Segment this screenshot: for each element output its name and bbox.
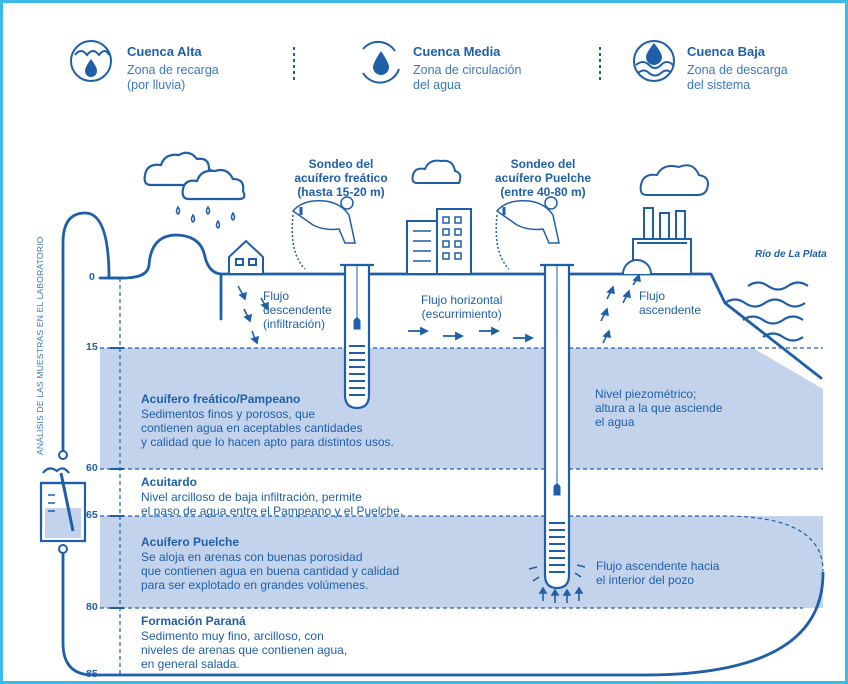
worker-puelche-icon [495,196,560,270]
depth-label-85: 85 [86,668,98,680]
layer-parana-desc: Sedimento muy fino, arcilloso, con nivel… [141,629,348,671]
lab-beaker-icon [39,467,87,543]
ground-surface [98,233,823,380]
zone-media-desc: Zona de circulación del agua [413,63,522,92]
sampling-tube-line [61,211,125,453]
aquifer-puelche-band [100,516,823,608]
infiltration-arrows [237,285,270,345]
well-inflow-arrows [528,564,586,603]
layer-puelche-title: Acuífero Puelche [141,535,240,549]
well-inflow-label: Flujo ascendente hacia el interior del p… [596,559,720,587]
well-puelche [540,263,574,590]
layer-parana-title: Formación Paraná [141,614,246,628]
flow-horizontal-label: Flujo horizontal (escurrimiento) [421,293,503,321]
ascending-flow-arrows [600,273,641,344]
flow-descendente-label: Flujo descendente (infiltración) [263,289,332,331]
river-waves-icon [724,281,809,342]
outer-wrap-line [98,571,825,677]
zone-baja-desc: Zona de descarga del sistema [687,63,788,92]
well-freatico-title: Sondeo del acuífero freático (hasta 15-2… [294,157,388,199]
lab-analysis-label: ANÁLISIS DE LAS MUESTRAS EN EL LABORATOR… [35,236,45,455]
zone-alta-title: Cuenca Alta [127,44,202,59]
depth-label-65: 65 [86,509,98,521]
rain-recharge-icon [70,40,112,82]
depth-label-60: 60 [86,462,98,474]
layer-puelche-desc: Se aloja en arenas con buenas porosidad … [141,550,400,592]
aquifer-freatico-band [100,348,823,469]
worker-freatico-icon [291,196,356,270]
layer-freatico-title: Acuífero freático/Pampeano [141,392,301,406]
zone-baja-title: Cuenca Baja [687,44,766,59]
rain-drops-icon [175,205,236,229]
house-icon [228,239,264,275]
rain-cloud-icon [143,151,246,201]
city-buildings-icon [406,159,472,275]
depth-label-80: 80 [86,601,98,613]
depth-label-0: 0 [89,271,95,283]
tube-connector-top [58,450,68,460]
depth-label-15: 15 [86,341,98,353]
factory-icon [622,164,709,275]
horizontal-flow-arrows [408,326,535,343]
sampling-tube-return [61,549,102,677]
piezometric-label: Nivel piezométrico; altura a la que asci… [595,387,723,429]
well-freatico [340,263,374,410]
water-cycle-icon [362,40,400,84]
layer-acuitardo-title: Acuitardo [141,475,198,489]
layer-acuitardo-desc: Nivel arcilloso de baja infiltración, pe… [141,490,404,518]
water-discharge-icon [633,40,675,82]
zone-media-title: Cuenca Media [413,44,501,59]
zone-alta-desc: Zona de recarga (por lluvia) [127,63,219,92]
well-puelche-title: Sondeo del acuífero Puelche (entre 40-80… [494,157,592,199]
boundary-65m [100,515,824,572]
flow-ascendente-label: Flujo ascendente [639,289,702,317]
diagram-canvas [39,40,825,677]
layer-freatico-desc: Sedimentos finos y porosos, que contiene… [141,407,394,449]
tube-connector-bottom [58,544,68,554]
river-label: Río de La Plata [755,249,827,260]
